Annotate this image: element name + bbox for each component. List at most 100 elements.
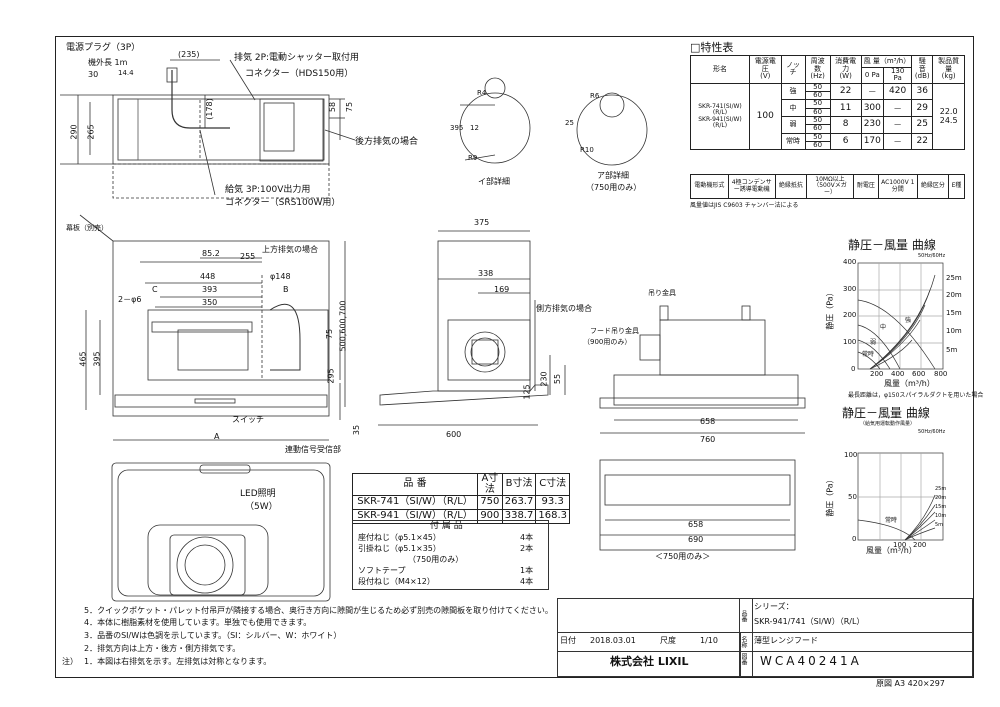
spec-h-freq-unit: (Hz) [810, 72, 825, 81]
curve2-line-10m: 10m [935, 513, 947, 519]
spec-h-power-unit: (W) [839, 72, 852, 81]
curve2-ylabel: 静圧（Pa） [825, 475, 835, 517]
spec-r0-a0: — [860, 82, 885, 101]
dim-85-2: 85.2 [202, 249, 220, 258]
dim-600: 600 [446, 430, 462, 439]
spec-h-noise-unit: (dB) [914, 72, 930, 81]
dim-148: φ148 [270, 272, 291, 281]
label-led-2: （5W） [245, 502, 278, 512]
spec-f-motor: 電動機形式 [690, 174, 729, 199]
accessory-3-qty: 1本 [520, 566, 534, 575]
accessory-4-qty: 4本 [520, 577, 534, 586]
spec-footer-table: 電動機形式 4極コンデンサー誘導電動機 絶縁抵抗 10MΩ以上（500Vメガー）… [690, 174, 965, 199]
accessories-title: 付 属 品 [430, 521, 463, 531]
curve2-xlabel: 風量（m³/h） [866, 546, 917, 555]
curve1-ytick-100: 100 [843, 338, 857, 346]
dim-12: 12 [470, 124, 479, 132]
product-table: 品 番 A寸法 B寸法 C寸法 SKR-741（SI/W）（R/L） 750 2… [352, 473, 570, 524]
label-cord-length: 機外長 1m [88, 58, 128, 67]
curve1-title: 静圧－風量 曲線 [848, 238, 936, 252]
label-detail-a: ア部詳細 [597, 171, 629, 180]
spec-r3-f2: 60 [804, 141, 831, 151]
curve2-sub: （給気用運転動作風量） [860, 421, 916, 427]
curve1-xtick-400: 400 [891, 370, 905, 378]
note-1: 2．排気方向は上方・後方・側方排気です。 [84, 644, 241, 653]
product-r0-c: 93.3 [535, 495, 570, 510]
spec-r2-a130: — [883, 116, 913, 134]
dim-295: 295 [326, 368, 336, 384]
title-series-label: シリーズ： [754, 602, 794, 611]
label-rear-exhaust: 後方排気の場合 [355, 137, 419, 147]
spec-f-class-v: E種 [948, 174, 965, 199]
dim-r6: R6 [590, 92, 600, 100]
curve1-notch-mid: 中 [880, 324, 887, 331]
dim-690: 690 [688, 535, 704, 544]
title-name: 薄型レンジフード [754, 636, 818, 645]
dim-58: 58 [328, 101, 338, 113]
label-switch: スイッチ [232, 415, 264, 424]
spec-h-voltage-unit: (V) [760, 72, 771, 81]
spec-weight: 22.0 24.5 [932, 82, 965, 151]
dim-r10: R10 [580, 146, 594, 154]
accessory-0-name: 座付ねじ（φ5.1×45） [358, 533, 441, 542]
accessories-box [352, 520, 549, 590]
curve1-notch-always: 常時 [862, 351, 875, 358]
dim-500-600-700: 500,600,700 [338, 300, 348, 352]
dim-14-4: 14.4 [118, 69, 134, 77]
product-h-model: 品 番 [352, 473, 478, 496]
curve1-xtick-800: 800 [934, 370, 948, 378]
note-3: 4．本体に樹脂素材を使用しています。単独でも使用できます。 [84, 618, 312, 627]
dim-c: C [152, 285, 158, 294]
title-block-row [739, 632, 973, 652]
curve1-ytick-300: 300 [843, 285, 857, 293]
spec-f-motor-v: 4極コンデンサー誘導電動機 [727, 174, 776, 199]
curve2-title: 静圧－風量 曲線 [842, 406, 930, 420]
spec-title: □特性表 [690, 41, 734, 54]
label-detail-i: イ部詳細 [478, 177, 510, 186]
dim-395b: 395 [450, 124, 464, 132]
curve2-line-25m: 25m [935, 486, 947, 492]
label-supply-connector: 給気 3P:100V出力用 [225, 185, 311, 195]
dim-448: 448 [200, 272, 216, 281]
accessory-0-qty: 4本 [520, 533, 534, 542]
spec-r0-a130: 420 [883, 82, 913, 101]
curve2-xtick-200: 200 [913, 541, 927, 549]
dim-338: 338 [478, 269, 494, 278]
dim-265: 265 [86, 124, 96, 140]
curve1-xtick-200: 200 [870, 370, 884, 378]
spec-h-notch: ノッチ [780, 55, 806, 84]
spec-h-freq: 周波数 [810, 57, 825, 73]
accessory-4-name: 段付ねじ（M4×12） [358, 577, 435, 586]
curve1-ytick-0: 0 [851, 365, 856, 373]
dim-760: 760 [700, 435, 716, 444]
label-supply-connector-2: コネクター（SRS100W用） [225, 198, 341, 208]
spec-h-airflow: 風 量（m³/h） [860, 55, 913, 68]
dim-255: 255 [240, 252, 256, 261]
curve1-ytick-400: 400 [843, 258, 857, 266]
spec-r0-noise: 36 [911, 82, 934, 101]
dim-35: 35 [352, 424, 362, 436]
accessory-2-name: （750用のみ） [408, 555, 464, 564]
dim-658: 658 [700, 417, 716, 426]
spec-model-1: SKR-741(SI/W)(R/L) [698, 102, 742, 117]
dim-465: 465 [78, 351, 88, 367]
label-750-only: ＜750用のみ＞ [655, 552, 711, 561]
label-hole: 2－φ6 [118, 295, 142, 304]
product-h-b: B寸法 [501, 473, 537, 496]
spec-f-withstand: 耐電圧 [852, 174, 879, 199]
curve2-line-20m: 20m [935, 495, 947, 501]
curve2-line-5m: 5m [935, 522, 944, 528]
label-exhaust-connector: 排気 2P:電動シャッター取付用 [234, 53, 360, 63]
title-company: 株式会社 LIXIL [610, 655, 689, 668]
label-led: LED照明 [240, 489, 276, 499]
dim-25: 25 [565, 119, 574, 127]
label-hanger: 吊り金具 [648, 289, 676, 297]
spec-r2-notch: 弱 [780, 116, 806, 134]
title-original: 原図 A3 420×297 [876, 679, 945, 688]
spec-r3-notch: 常時 [780, 132, 806, 151]
dim-169: 169 [494, 285, 510, 294]
curve1-notch-weak: 弱 [870, 339, 877, 346]
spec-f-class: 絶縁区分 [916, 174, 950, 199]
spec-r0-power: 22 [829, 82, 862, 101]
